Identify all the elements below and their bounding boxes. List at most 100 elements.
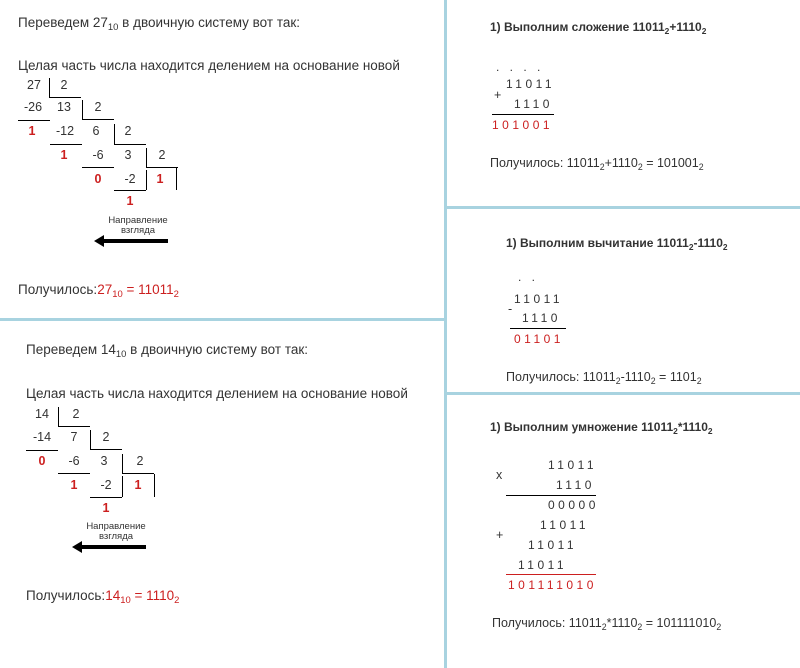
title-mid: -1110: [693, 236, 723, 250]
title-sub2: 2: [707, 426, 713, 436]
remainder-0: 1: [28, 124, 36, 138]
result-mid: -1110: [620, 370, 651, 384]
addition-sign: +: [494, 88, 502, 102]
subtracted-1: -6: [68, 454, 80, 468]
subtracted-0: -14: [32, 430, 52, 444]
result-value-a: 14: [105, 588, 121, 603]
result-eq: = 101111010: [642, 616, 717, 630]
dividend-2: 6: [92, 124, 100, 138]
multiplication-row2: 1110: [556, 478, 595, 492]
divisor-0: 2: [72, 407, 80, 421]
heading-text-post: в двоичную систему вот так:: [126, 342, 309, 357]
result-text: Получилось: 11011: [492, 616, 602, 630]
multiplication-sign: x: [496, 468, 503, 482]
arrow-left-icon: [72, 541, 146, 553]
multiplication-row1: 11011: [548, 458, 598, 472]
result-mid: +1110: [604, 156, 638, 170]
divisor-2: 2: [136, 454, 144, 468]
addition-row2: 1110: [514, 97, 553, 111]
subtraction-line: [510, 328, 566, 329]
left-horizontal-divider: [0, 318, 444, 321]
addition-row1: 11011: [506, 77, 556, 91]
subtracted-3: -2: [124, 172, 136, 186]
multiplication-partial-4: 11011: [518, 558, 568, 572]
result-sub2: 2: [650, 376, 656, 386]
title-sub1: 2: [673, 426, 678, 436]
result-label: Получилось:: [18, 282, 98, 297]
remainder-0: 0: [38, 454, 46, 468]
subtraction-answer: 01101: [514, 332, 564, 346]
heading-text: Переведем 27: [18, 15, 108, 30]
result-sub-b: 2: [173, 289, 179, 300]
subtracted-0: -26: [23, 100, 43, 114]
multiplication-line-2: [506, 574, 596, 575]
arrow-label-14: Направление взгляда: [76, 522, 156, 542]
remainder-1: 1: [60, 148, 68, 162]
title-sub2: 2: [722, 242, 728, 252]
heading-text: Переведем 14: [26, 342, 116, 357]
subtraction-title: 1) Выполним вычитание 110112-11102: [506, 236, 728, 252]
result-sub3: 2: [696, 376, 702, 386]
divisor-1: 2: [102, 430, 110, 444]
title-text: 1) Выполним умножение 11011: [490, 420, 674, 434]
result-value-b: = 11011: [122, 282, 174, 297]
arrow-label-line2: взгляда: [120, 225, 156, 236]
multiplication-partial-3: 11011: [528, 538, 578, 552]
result-mid: *1110: [606, 616, 638, 630]
multiplication-plus: +: [496, 528, 504, 542]
subtracted-2: -2: [100, 478, 112, 492]
subtracted-1: -12: [55, 124, 75, 138]
arrow-left-icon: [94, 235, 168, 247]
result-27: Получилось:2710 = 110112: [18, 282, 179, 300]
result-sub-b: 2: [174, 595, 180, 606]
title-sub1: 2: [664, 26, 670, 36]
title-sub1: 2: [688, 242, 694, 252]
final-quotient: 1: [102, 501, 110, 515]
dividend-1: 13: [57, 100, 71, 114]
result-sub3: 2: [716, 622, 722, 632]
heading-sub: 10: [115, 349, 127, 360]
multiplication-line-1: [506, 495, 596, 496]
multiplication-title: 1) Выполним умножение 110112*11102: [490, 420, 713, 436]
dividend-0: 27: [27, 78, 41, 92]
divisor-0: 2: [60, 78, 68, 92]
result-sub2: 2: [637, 162, 643, 172]
heading-14: Переведем 1410 в двоичную систему вот та…: [26, 342, 308, 360]
result-14: Получилось:1410 = 11102: [26, 588, 179, 606]
heading-27: Переведем 2710 в двоичную систему вот та…: [18, 15, 300, 33]
dividend-2: 3: [100, 454, 108, 468]
result-sub-a: 10: [112, 289, 123, 300]
multiplication-partial-1: 00000: [548, 498, 599, 512]
subtraction-result: Получилось: 110112-11102 = 11012: [506, 370, 702, 386]
title-text: 1) Выполним вычитание 11011: [506, 236, 689, 250]
subtraction-row2: 1110: [522, 311, 561, 325]
subtracted-2: -6: [92, 148, 104, 162]
subtraction-row1: 11011: [514, 292, 564, 306]
arrow-label-line1: Направление: [86, 521, 146, 532]
arrow-label-line2: взгляда: [98, 531, 134, 542]
subtraction-borrow: . .: [518, 270, 539, 284]
arrow-label-27: Направление взгляда: [98, 216, 178, 236]
explain-text-14: Целая часть числа находится делением на …: [26, 386, 408, 401]
divisor-2: 2: [124, 124, 132, 138]
result-eq: = 101001: [642, 156, 699, 170]
dividend-0: 14: [35, 407, 49, 421]
multiplication-answer: 101111010: [508, 578, 597, 592]
explain-text-27: Целая часть числа находится делением на …: [18, 58, 400, 73]
result-sub3: 2: [698, 162, 704, 172]
result-value-a: 27: [97, 282, 113, 297]
right-divider-2: [447, 392, 800, 395]
remainder-3: 1: [156, 172, 164, 186]
remainder-2: 1: [134, 478, 142, 492]
multiplication-result: Получилось: 110112*11102 = 1011110102: [492, 616, 721, 632]
result-sub-a: 10: [120, 595, 131, 606]
arrow-label-line1: Направление: [108, 215, 168, 226]
addition-line: [492, 114, 554, 115]
result-text: Получилось: 11011: [490, 156, 600, 170]
result-sub2: 2: [637, 622, 643, 632]
result-eq: = 1101: [655, 370, 697, 384]
heading-text-post: в двоичную систему вот так:: [118, 15, 301, 30]
right-divider-1: [447, 206, 800, 209]
addition-result: Получилось: 110112+11102 = 1010012: [490, 156, 704, 172]
dividend-3: 3: [124, 148, 132, 162]
